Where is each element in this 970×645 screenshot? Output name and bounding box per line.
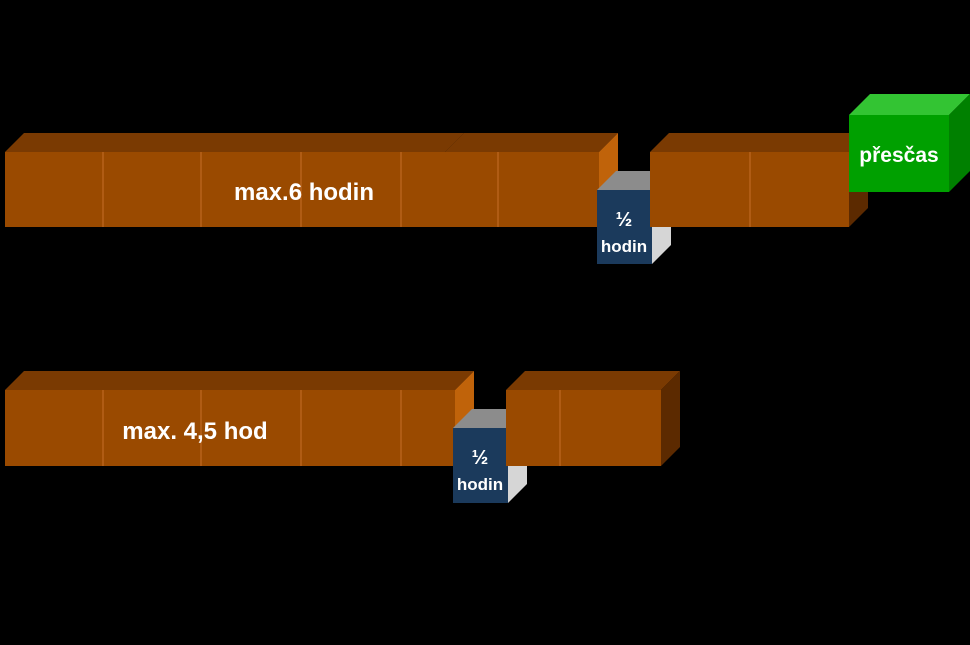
row1-overtime-front [849,115,949,192]
row2-break-front [453,428,508,503]
row2-work-block-2 [506,371,680,466]
row1-work-block-front [5,152,445,227]
row1-break-label-hodin: hodin [601,237,647,256]
row1-break-label-half: ½ [616,209,633,231]
row2-break-label-half: ½ [472,447,489,469]
row-2: ½ hodin max. 4,5 hod [5,371,680,503]
row1-work-block-3 [650,133,868,227]
row-1: ½ hodin max.6 hodin přesčas [5,94,970,264]
row2-work-label: max. 4,5 hod [122,418,267,445]
row1-work-label: max.6 hodin [234,179,374,206]
row1-overtime-label: přesčas [859,144,938,167]
row2-work-block-dividers [102,390,402,466]
row1-work-block-dividers [102,152,402,227]
row1-work-block-top [5,133,464,152]
row2-work-block-front [5,390,455,466]
row1-work-block-2 [445,133,618,227]
row2-break-label-hodin: hodin [457,475,503,494]
row1-break-front [597,190,652,264]
row1-overtime-block [849,94,970,192]
